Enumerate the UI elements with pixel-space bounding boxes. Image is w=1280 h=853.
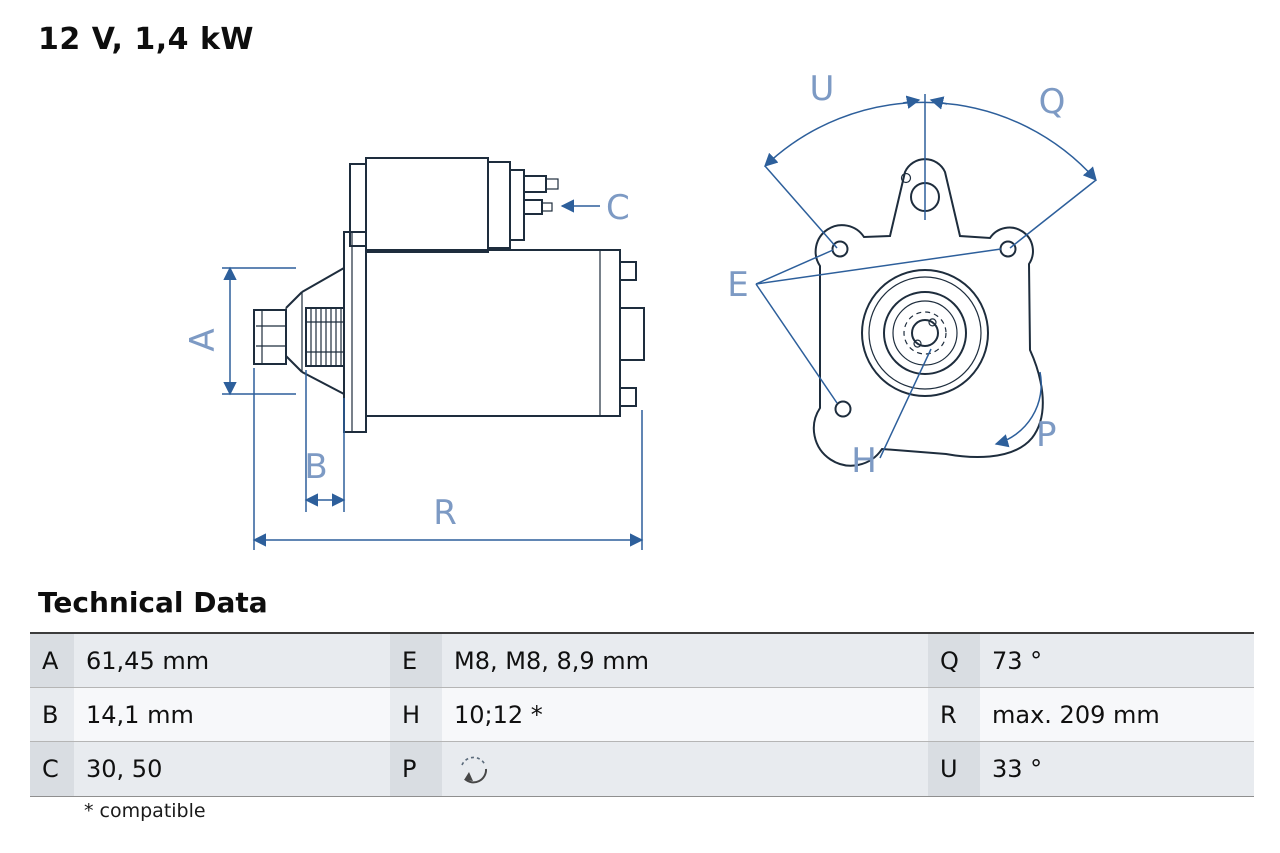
table-value-U: 33 °: [980, 742, 1254, 796]
technical-data-heading: Technical Data: [38, 586, 268, 619]
table-key-A: A: [30, 634, 74, 687]
table-value-R: max. 209 mm: [980, 688, 1254, 741]
drive-end-pinion: [253, 267, 345, 395]
dimension-label-C: C: [606, 188, 630, 228]
bolt-hole-top-left: [831, 240, 849, 258]
compatibility-footnote: * compatible: [84, 800, 206, 822]
angle-label-Q: Q: [1039, 82, 1066, 122]
rotation-ccw-icon: [461, 756, 488, 784]
table-value-C: 30, 50: [74, 742, 390, 796]
starter-motor-technical-drawing: A B R C: [183, 69, 1097, 550]
table-key-Q: Q: [928, 634, 980, 687]
table-value-H: 10;12 *: [442, 688, 928, 741]
table-key-P: P: [390, 742, 442, 796]
table-value-E: M8, M8, 8,9 mm: [442, 634, 928, 687]
dimension-R: R: [252, 368, 644, 550]
angle-label-U: U: [810, 69, 835, 109]
table-key-U: U: [928, 742, 980, 796]
dimension-label-R: R: [433, 493, 457, 533]
dimension-A: A: [183, 266, 296, 396]
bearing-circles: [861, 269, 989, 397]
table-row: B 14,1 mm H 10;12 * R max. 209 mm: [30, 688, 1254, 742]
rotation-direction-P: P: [994, 371, 1057, 455]
dimension-C: C: [560, 188, 630, 228]
table-value-A: 61,45 mm: [74, 634, 390, 687]
table-key-H: H: [390, 688, 442, 741]
table-row: C 30, 50 P U 33 °: [30, 742, 1254, 796]
bolt-hole-top-right: [999, 240, 1017, 258]
dimension-label-B: B: [304, 447, 327, 487]
front-flange-outline: [812, 158, 1044, 467]
bolt-hole-bottom-left: [834, 400, 852, 418]
dimension-B: B: [304, 370, 346, 512]
page-title: 12 V, 1,4 kW: [38, 22, 255, 57]
dimension-label-E: E: [727, 265, 748, 305]
table-value-P: [442, 742, 928, 796]
side-view-drawing: A B R C: [183, 157, 645, 550]
front-view-drawing: U Q E H P: [727, 69, 1097, 481]
table-key-R: R: [928, 688, 980, 741]
leader-E: E: [727, 248, 1002, 404]
table-value-Q: 73 °: [980, 634, 1254, 687]
motor-body: [365, 249, 645, 417]
solenoid: [349, 157, 559, 253]
table-key-C: C: [30, 742, 74, 796]
angle-dimension-UQ: U Q: [764, 69, 1097, 249]
table-key-B: B: [30, 688, 74, 741]
dimension-label-A: A: [183, 328, 223, 351]
technical-data-table: A 61,45 mm E M8, M8, 8,9 mm Q 73 ° B 14,…: [30, 632, 1254, 797]
leader-H: H: [851, 348, 932, 481]
table-row: A 61,45 mm E M8, M8, 8,9 mm Q 73 °: [30, 634, 1254, 688]
dimension-label-H: H: [851, 441, 877, 481]
rotation-label-P: P: [1036, 415, 1057, 455]
mounting-flange-plate: [343, 231, 367, 433]
table-key-E: E: [390, 634, 442, 687]
table-value-B: 14,1 mm: [74, 688, 390, 741]
